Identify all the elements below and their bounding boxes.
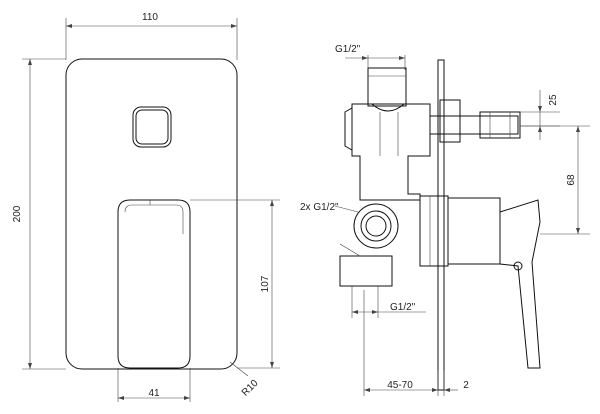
outlet-offset-label: 68 — [566, 174, 577, 186]
dim-height-label: 200 — [12, 205, 23, 222]
plate-thickness-label: 2 — [463, 380, 469, 391]
wall-plate — [437, 59, 445, 391]
dim-lever-width-label: 41 — [148, 388, 160, 399]
outlet-port — [353, 203, 399, 249]
lever-handle — [117, 199, 191, 369]
top-thread-label: G1/2" — [335, 44, 361, 55]
side-view: G1/2" 25 68 — [300, 44, 590, 396]
side-thread-label: 2x G1/2" — [300, 202, 339, 213]
dim-radius-label: R10 — [240, 378, 261, 399]
bottom-block — [339, 255, 393, 287]
lever-side — [499, 199, 541, 369]
depth-label: 45-70 — [387, 380, 413, 391]
top-inlet-pipe — [367, 67, 407, 107]
dim-lever-height-label: 107 — [260, 275, 271, 292]
diverter-spindle — [429, 115, 519, 135]
bottom-thread-label: G1/2" — [390, 302, 416, 313]
valve-body — [351, 103, 431, 201]
diverter-button — [132, 106, 172, 148]
dim-width-label: 110 — [142, 12, 158, 23]
cover-plate — [65, 58, 238, 370]
top-offset-label: 25 — [548, 94, 559, 106]
front-view: 110 200 107 41 R10 — [12, 12, 280, 402]
